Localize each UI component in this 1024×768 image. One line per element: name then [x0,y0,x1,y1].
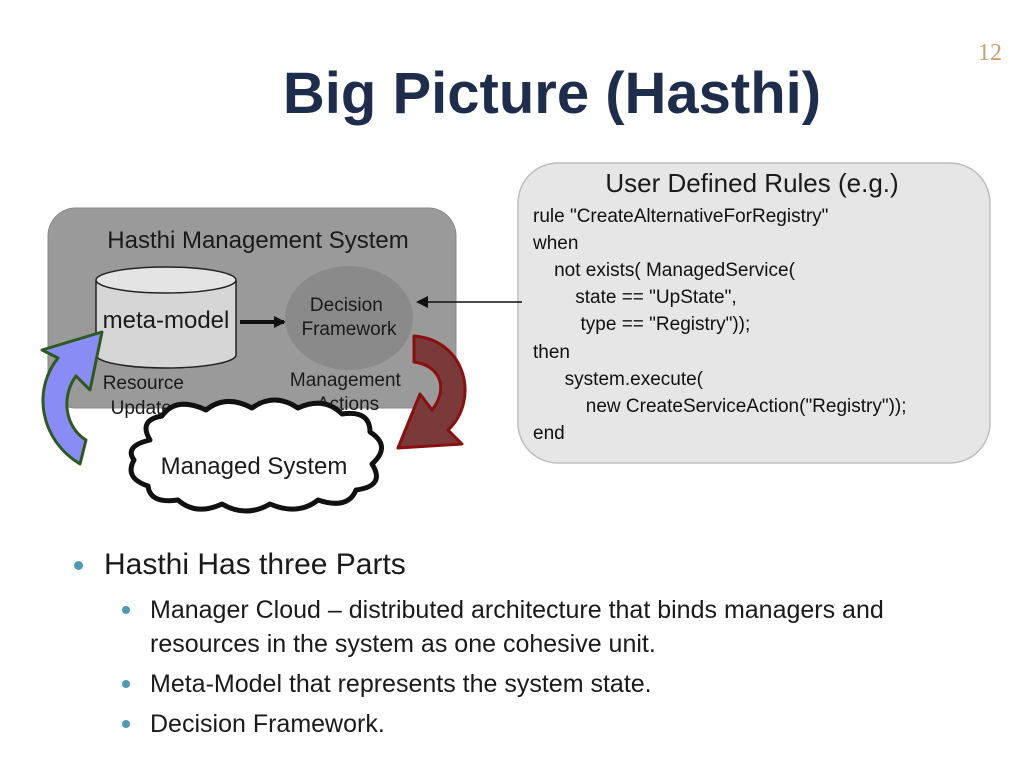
resource-updates-line1: Resource [103,373,184,394]
decision-label-line2: Framework [301,319,397,340]
managed-system-cloud [128,397,384,514]
bullet-main: Hasthi Has three Parts [72,543,972,587]
sub-bullet-text: Manager Cloud – distributed architecture… [150,596,884,658]
sub-bullet: Meta-Model that represents the system st… [122,667,972,701]
management-actions-line1: Management [290,370,402,391]
decision-framework-circle [285,266,413,370]
bullet-dot-icon [122,606,130,614]
rules-code-line: then [533,342,570,363]
management-system-label: Hasthi Management System [107,227,408,254]
decision-framework-label: Decision Framework [301,295,397,340]
rules-code-line: type == "Registry")); [533,314,750,335]
slide-number: 12 [978,40,1002,66]
sub-bullet-text: Decision Framework. [150,710,385,738]
rules-title: User Defined Rules (e.g.) [605,168,898,198]
decision-label-line1: Decision [310,295,383,316]
management-action-curved-arrow [396,334,467,450]
bullet-dot-icon [74,561,83,570]
rules-code-line: new CreateServiceAction("Registry")); [533,396,907,417]
rules-code-line: when [532,233,578,254]
sub-bullet: Manager Cloud – distributed architecture… [122,593,972,661]
bullet-list: Hasthi Has three Parts Manager Cloud – d… [72,543,972,741]
rules-code-line: state == "UpState", [533,287,737,308]
rules-code-line: not exists( ManagedService( [533,260,796,281]
rules-code-line: rule "CreateAlternativeForRegistry" [533,206,828,227]
rules-code-line: system.execute( [533,369,704,390]
bullet-dot-icon [122,720,130,728]
rules-code: rule "CreateAlternativeForRegistry" when… [532,206,907,444]
architecture-diagram: Hasthi Management System meta-model Deci… [40,162,991,514]
managed-system-label: Managed System [161,453,348,480]
meta-model-label: meta-model [103,307,230,334]
bullet-dot-icon [122,680,130,688]
bullet-main-text: Hasthi Has three Parts [104,548,406,581]
sub-bullet-text: Meta-Model that represents the system st… [150,670,652,698]
meta-model-cylinder: meta-model [95,266,237,369]
sub-bullet: Decision Framework. [122,707,972,741]
resource-update-curved-arrow [40,330,104,466]
rules-box [517,162,991,464]
page-title: Big Picture (Hasthi) [282,61,822,126]
rules-code-line: end [533,423,565,444]
